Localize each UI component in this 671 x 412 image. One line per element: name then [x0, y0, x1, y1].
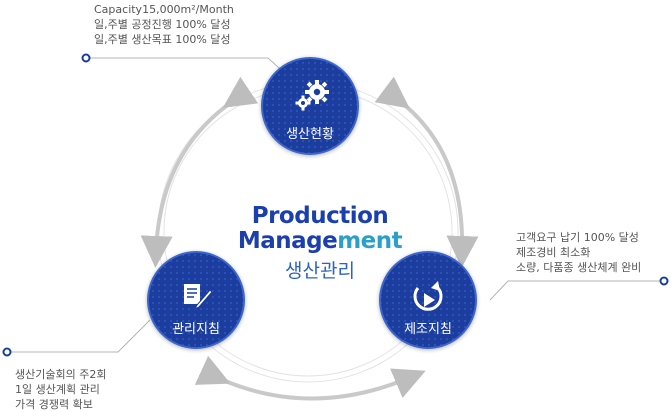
arrow-top-right: [374, 76, 479, 268]
note-right: 고객요구 납기 100% 달성 제조경비 최소화 소량, 다품종 생산체계 완비: [516, 230, 641, 275]
note-left-line2: 1일 생산계획 관리: [15, 383, 100, 396]
dot-top: [81, 53, 91, 63]
note-left-line3: 가격 경쟁력 확보: [15, 398, 93, 411]
document-pen-icon: [184, 284, 213, 311]
note-top-line3: 일,주별 생산목표 100% 달성: [94, 33, 231, 46]
cycle-arrows: [140, 76, 479, 401]
center-title-line1: Production: [220, 202, 420, 230]
node-right-label: 제조지침: [404, 322, 452, 337]
note-right-line3: 소량, 다품종 생산체계 완비: [516, 261, 642, 274]
note-left: 생산기술회의 주2회 1일 생산계획 관리 가격 경쟁력 확보: [15, 367, 106, 412]
node-top: [261, 57, 359, 155]
note-top: Capacity15,000m²/Month 일,주별 공정진행 100% 달성…: [94, 2, 234, 47]
note-left-line1: 생산기술회의 주2회: [15, 368, 107, 381]
gears-icon: [295, 80, 329, 111]
node-left-label: 관리지침: [172, 322, 220, 337]
node-top-label: 생산현황: [286, 127, 334, 142]
title-management: Management: [237, 228, 403, 254]
connector-top: [86, 57, 291, 79]
dot-right: [659, 276, 669, 286]
center-title-line2: Management: [220, 227, 420, 255]
center-title-korean: 생산관리: [285, 260, 355, 282]
cycle-play-icon: [413, 281, 443, 311]
note-right-line2: 제조경비 최소화: [516, 246, 591, 259]
note-right-line1: 고객요구 납기 100% 달성: [516, 231, 639, 244]
arrow-top-left: [140, 76, 259, 268]
note-top-line2: 일,주별 공정진행 100% 달성: [94, 18, 231, 31]
connector-dots: [2, 53, 669, 357]
note-top-line1: Capacity15,000m²/Month: [94, 3, 234, 16]
connector-right: [489, 280, 664, 301]
connector-left: [7, 319, 151, 353]
arrow-bottom: [194, 355, 426, 401]
title-production: Production: [251, 203, 389, 229]
dot-left: [2, 347, 12, 357]
